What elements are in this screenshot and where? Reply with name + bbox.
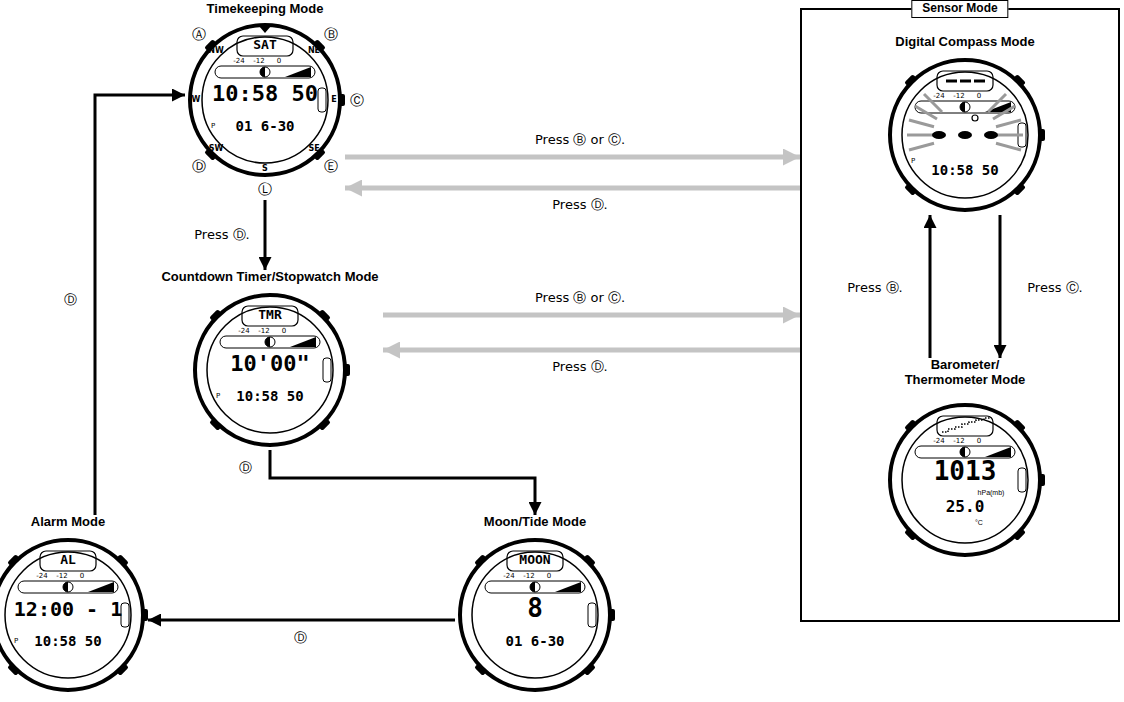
bezel-letter: NE — [308, 47, 320, 55]
scale-number: 0 — [547, 573, 551, 580]
mode-title: Moon/Tide Mode — [484, 515, 586, 530]
scale-number: -12 — [953, 438, 964, 445]
mode-title: Barometer/ Thermometer Mode — [898, 358, 1033, 388]
pm-indicator: P — [211, 123, 215, 130]
button-letter: Ⓒ — [350, 93, 364, 107]
display-text: SAT — [253, 38, 276, 51]
mode-arrow — [345, 186, 800, 191]
sensor-group-box: Digital Compass Mode 10:58 50 Barometer/ T… — [800, 8, 1120, 622]
arrow-label: Ⓓ — [62, 293, 79, 307]
display-text: 12:00 - 1 — [14, 599, 122, 619]
watch-mode: Digital Compass Mode 10:58 50 — [885, 35, 1045, 215]
mode-title: Alarm Mode — [31, 515, 105, 530]
scale-number: 0 — [977, 93, 981, 100]
arrow-label: Press Ⓑ. — [845, 281, 904, 295]
bezel-letter: NW — [208, 47, 224, 55]
display-text: AL — [60, 553, 76, 566]
mode-arrow — [264, 200, 267, 270]
display-text: 10'00" — [230, 353, 309, 375]
button-letter: Ⓓ — [192, 159, 206, 173]
arrow-label: Press Ⓓ. — [550, 198, 609, 212]
bezel-letter: E — [331, 96, 336, 104]
scale-number: -12 — [253, 58, 264, 65]
mode-arrow — [383, 313, 800, 318]
display-text: 01 6-30 — [235, 119, 294, 133]
scale-number: -24 — [503, 573, 514, 580]
scale-number: -24 — [933, 438, 944, 445]
mode-arrow — [383, 348, 800, 353]
scale-number: 0 — [277, 58, 281, 65]
display-text: 10:58 50 — [34, 634, 101, 648]
pm-indicator: P — [14, 638, 18, 645]
arrow-label: Press Ⓑ or Ⓒ. — [533, 133, 627, 147]
display-text: 25.0 — [946, 499, 985, 515]
mode-arrow — [999, 215, 1002, 358]
watch-mode: Alarm ModeAL 12:00 - 1 10:58 50 — [0, 515, 148, 695]
watch-mode: Barometer/ Thermometer Mode 1013 hPa(mb) 25… — [885, 358, 1045, 560]
mode-title: Countdown Timer/Stopwatch Mode — [161, 270, 378, 285]
display-text: 10:58 50 — [212, 83, 318, 105]
mode-title: Timekeeping Mode — [207, 2, 324, 17]
scale-number: -24 — [36, 573, 47, 580]
scale-number: -24 — [233, 58, 244, 65]
bezel-letter: SW — [209, 145, 224, 153]
scale-number: 0 — [80, 573, 84, 580]
mode-arrow — [929, 215, 932, 358]
display-text: 8 — [527, 595, 543, 621]
pm-indicator: P — [216, 393, 220, 400]
display-text: TMR — [258, 308, 281, 321]
watch-mode: Moon/Tide ModeMOON 8 01 6-30 — [455, 515, 615, 695]
scale-number: -24 — [933, 93, 944, 100]
scale-number: -12 — [953, 93, 964, 100]
scale-number: -12 — [523, 573, 534, 580]
scale-number: 0 — [977, 438, 981, 445]
scale-number: -12 — [56, 573, 67, 580]
bezel-letter: S — [262, 165, 268, 173]
scale-number: -12 — [258, 328, 269, 335]
button-letter: Ⓐ — [192, 27, 206, 41]
watch-mode: Countdown Timer/Stopwatch ModeTMR 10'00" 1… — [157, 270, 383, 450]
arrow-label: Press Ⓓ. — [550, 360, 609, 374]
bezel-letter: W — [192, 96, 201, 104]
arrow-label: Press Ⓓ. — [192, 228, 251, 242]
display-text: hPa(mb) — [978, 489, 1005, 496]
mode-arrow — [345, 155, 800, 160]
button-letter: Ⓑ — [324, 27, 338, 41]
display-text: °C — [975, 519, 983, 526]
button-letter: Ⓛ — [258, 182, 272, 196]
mode-arrow — [148, 619, 455, 622]
scale-number: 0 — [282, 328, 286, 335]
display-text: MOON — [519, 553, 550, 566]
display-text: 10:58 50 — [931, 163, 998, 177]
button-letter: Ⓔ — [324, 159, 338, 173]
arrow-label: Ⓓ — [237, 461, 254, 475]
bezel-letter: SE — [308, 145, 319, 153]
arrow-label: Ⓓ — [292, 631, 309, 645]
scale-number: -24 — [238, 328, 249, 335]
display-text: 01 6-30 — [505, 634, 564, 648]
arrow-label: Press Ⓒ. — [1025, 281, 1084, 295]
pm-indicator: P — [911, 158, 915, 165]
mode-title: Sensor Mode — [911, 0, 1008, 18]
mode-title: Digital Compass Mode — [895, 35, 1034, 50]
display-text: 10:58 50 — [236, 389, 303, 403]
mode-arrow — [270, 450, 535, 515]
display-text: 1013 — [934, 458, 997, 484]
mode-arrow — [95, 95, 185, 515]
arrow-label: Press Ⓑ or Ⓒ. — [533, 291, 627, 305]
